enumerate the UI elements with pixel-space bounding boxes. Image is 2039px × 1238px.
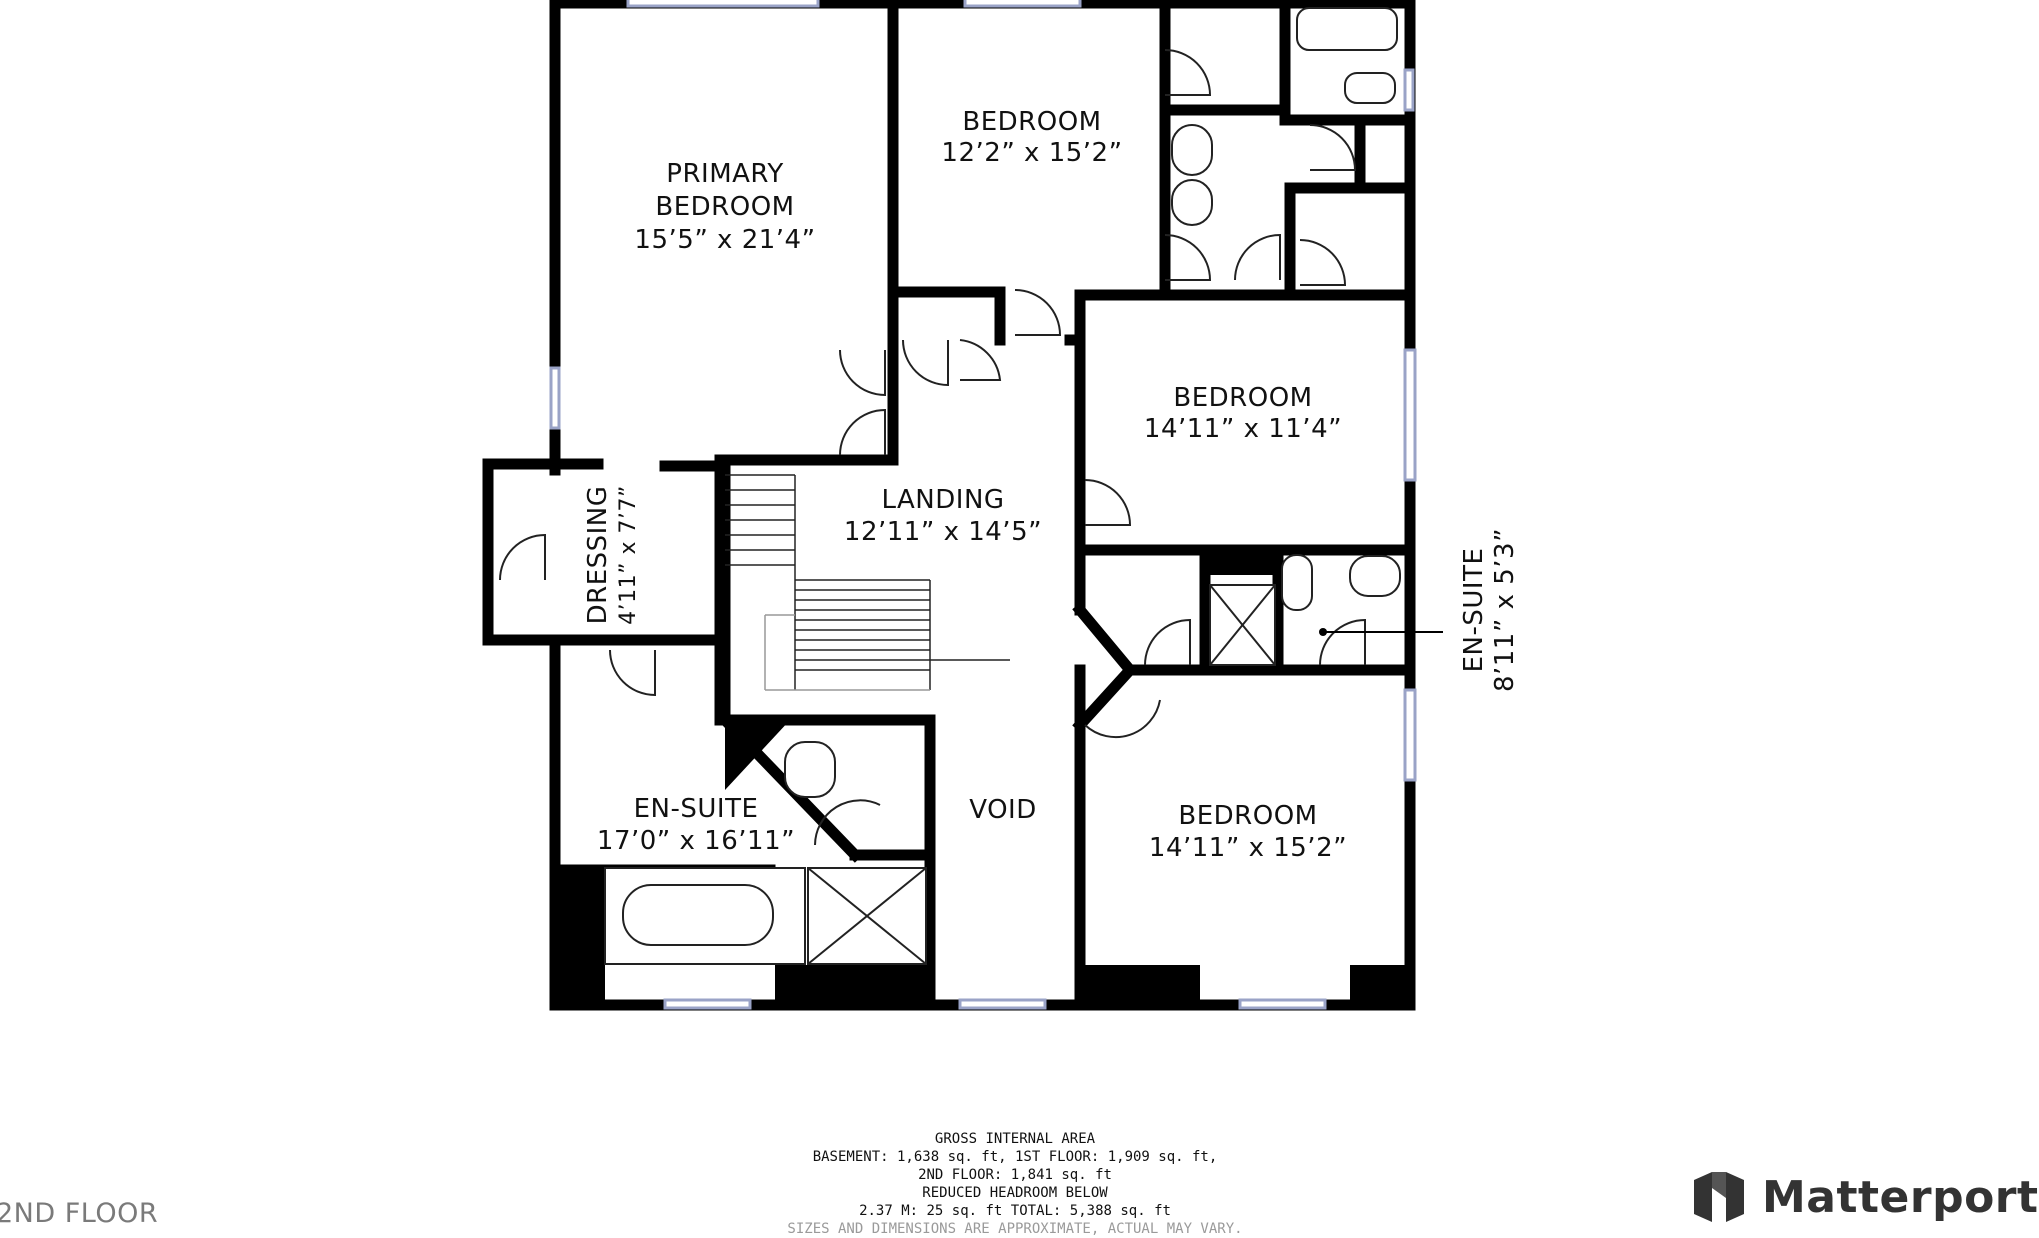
toilet-small-icon [1281, 554, 1313, 611]
bedroom-top-dims: 12’2” x 15’2” [941, 138, 1122, 168]
en-suite-main-dims: 17’0” x 16’11” [597, 826, 795, 856]
primary-bedroom-line2: BEDROOM [655, 192, 794, 222]
brand-name: Matterport [1762, 1171, 2039, 1223]
en-suite-small-name: EN-SUITE [1459, 548, 1489, 673]
bedroom-bottom-name: BEDROOM [1178, 801, 1317, 831]
bedroom-mid-dims: 14’11” x 11’4” [1144, 414, 1342, 444]
bathtub-top-icon [1296, 7, 1398, 51]
door-swings [499, 49, 1366, 846]
area-heading: GROSS INTERNAL AREA [934, 1131, 1096, 1147]
wall-fills [555, 550, 1410, 1005]
toilet-main-icon [784, 741, 836, 798]
dressing-name: DRESSING [583, 486, 613, 625]
area-line2: 2ND FLOOR: 1,841 sq. ft [918, 1167, 1112, 1183]
walls [482, 0, 1416, 1011]
sink-top-left-icon [1171, 124, 1213, 176]
fixtures [604, 7, 1401, 965]
landing-dims: 12’11” x 14’5” [844, 517, 1042, 547]
en-suite-main-name: EN-SUITE [634, 794, 759, 824]
sink-small-icon [1349, 555, 1401, 597]
stairs [725, 474, 1010, 691]
dressing-dims: 4’11” x 7’7” [616, 485, 641, 625]
matterport-brand: Matterport [1690, 1166, 2039, 1228]
area-line3: REDUCED HEADROOM BELOW [922, 1185, 1108, 1201]
area-summary: GROSS INTERNAL AREA BASEMENT: 1,638 sq. … [700, 1130, 1330, 1238]
area-line5: SIZES AND DIMENSIONS ARE APPROXIMATE, AC… [787, 1221, 1243, 1237]
toilet-top-icon [1344, 72, 1396, 104]
void-name: VOID [969, 795, 1036, 825]
matterport-logo-icon [1694, 1172, 1744, 1222]
room-labels: PRIMARY BEDROOM 15’5” x 21’4” BEDROOM 12… [583, 107, 1520, 863]
windows [549, 0, 1417, 1010]
bedroom-bottom-dims: 14’11” x 15’2” [1149, 833, 1347, 863]
area-line1: BASEMENT: 1,638 sq. ft, 1ST FLOOR: 1,909… [812, 1149, 1218, 1165]
bedroom-mid-name: BEDROOM [1173, 383, 1312, 413]
sink-top-left2-icon [1171, 179, 1213, 226]
bedroom-top-name: BEDROOM [962, 107, 1101, 137]
area-line4: 2.37 M: 25 sq. ft TOTAL: 5,388 sq. ft [859, 1203, 1171, 1219]
en-suite-small-dims: 8’11” x 5’3” [1490, 528, 1520, 692]
floor-label: 2ND FLOOR [0, 1198, 159, 1229]
primary-bedroom-dims: 15’5” x 21’4” [634, 225, 815, 255]
primary-bedroom-line1: PRIMARY [666, 159, 783, 189]
landing-name: LANDING [881, 485, 1004, 515]
